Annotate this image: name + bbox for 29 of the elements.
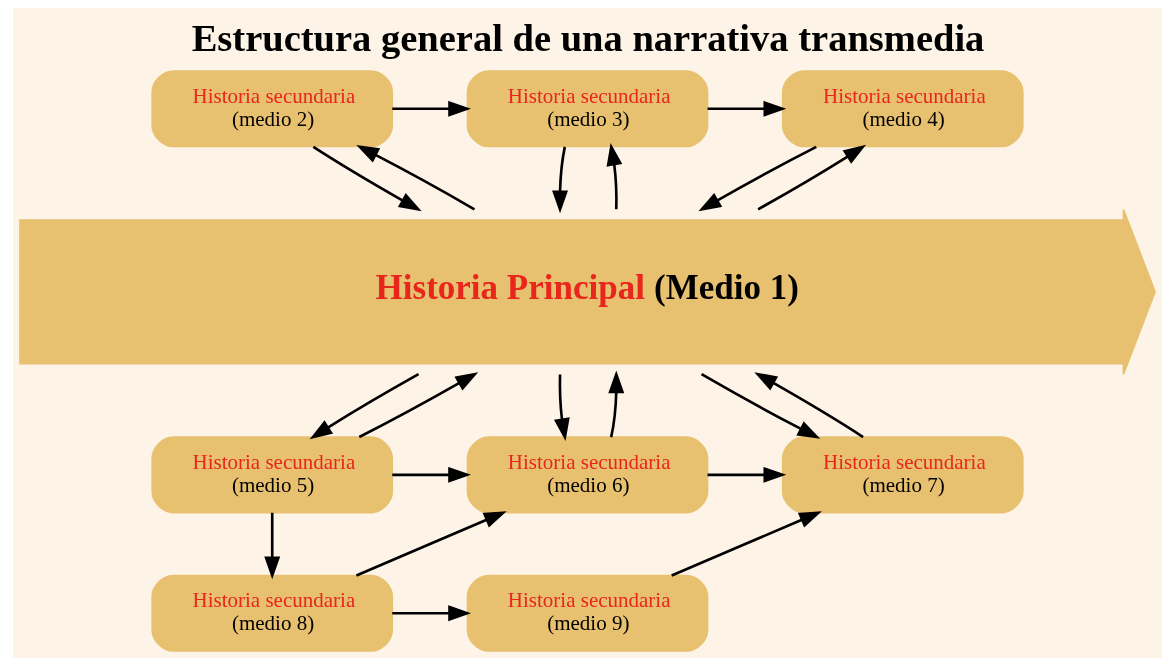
arrow	[707, 100, 786, 117]
arrow	[607, 370, 624, 438]
diagram-title: Estructura general de una narrativa transmedia	[191, 17, 984, 60]
node-box: Historia secundaria (medio 5)	[150, 436, 393, 514]
node-box: Historia secundaria (medio 8)	[150, 574, 393, 652]
arrow	[391, 466, 471, 483]
node-box: Historia secundaria (medio 7)	[781, 436, 1024, 514]
arrow	[551, 146, 568, 214]
arrow	[756, 144, 866, 211]
arrow	[358, 372, 478, 439]
arrow	[309, 373, 419, 440]
arrow	[753, 372, 864, 439]
arrow	[391, 100, 471, 117]
node-box: Historia secundaria (medio 3)	[466, 70, 708, 148]
node-box: Historia secundaria (medio 6)	[466, 436, 708, 514]
arrow	[553, 374, 570, 442]
node-box: Historia secundaria (medio 9)	[466, 574, 708, 652]
node-box: Historia secundaria (medio 2)	[150, 70, 393, 148]
arrow	[606, 142, 622, 210]
arrow	[263, 512, 280, 580]
arrow	[355, 511, 507, 577]
node-box: Historia secundaria (medio 4)	[781, 70, 1024, 148]
arrow	[355, 145, 475, 211]
arrow	[391, 605, 471, 622]
arrow	[700, 373, 820, 439]
arrow	[670, 511, 822, 577]
arrow	[707, 466, 786, 483]
arrow	[697, 145, 817, 212]
arrow	[312, 145, 422, 212]
